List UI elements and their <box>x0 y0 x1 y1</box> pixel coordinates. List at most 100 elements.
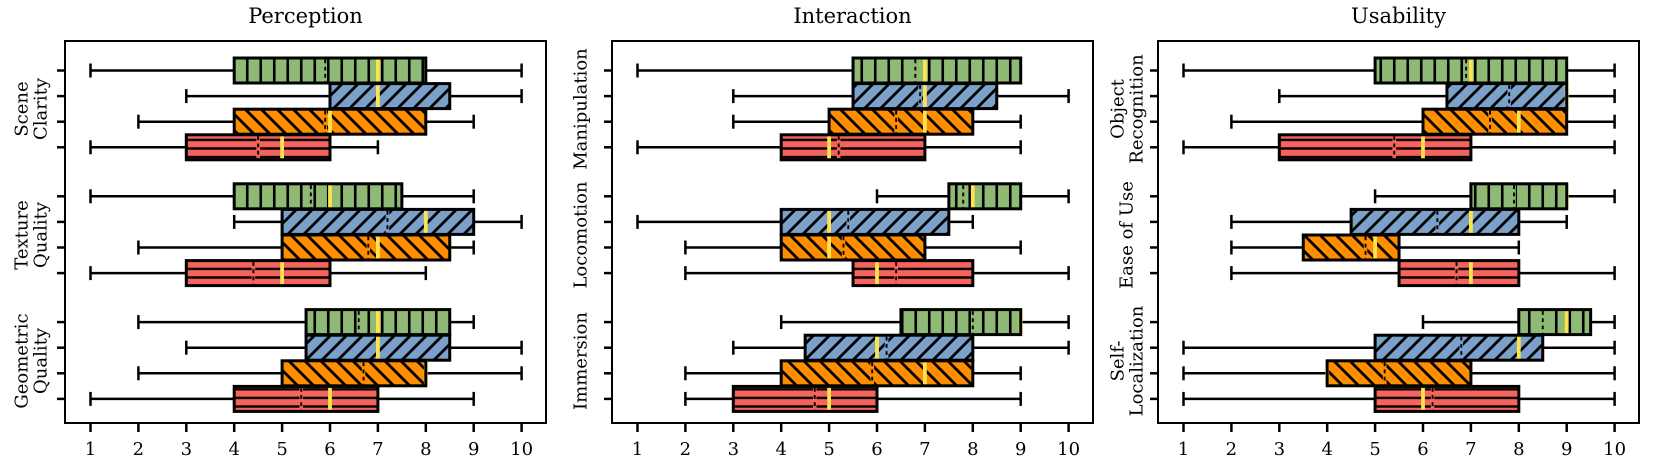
boxplot-box-series-green <box>604 182 1070 211</box>
box-edge <box>1301 233 1401 262</box>
box-hatch <box>234 386 378 412</box>
panel-title-usability: Usability <box>1351 4 1446 28</box>
box-edge <box>779 133 927 162</box>
boxplot-box-series-red <box>1150 133 1616 162</box>
boxplot-box-series-blue <box>1150 207 1568 236</box>
box-edge <box>1421 107 1569 136</box>
x-axis-tick-label: 8 <box>1513 439 1524 460</box>
x-axis-tick-label: 1 <box>1178 439 1189 460</box>
x-axis-tick-label: 6 <box>324 439 335 460</box>
box-hatch <box>330 83 450 109</box>
group-label: Ease of Use <box>1116 180 1138 289</box>
group-label: Locomotion <box>570 181 592 289</box>
box-hatch <box>1399 260 1519 286</box>
x-axis-tick-label: 7 <box>1465 439 1476 460</box>
boxplot-box-series-red <box>57 384 475 413</box>
group-label: Immersion <box>570 311 592 410</box>
boxplot-box-series-orange <box>57 359 523 388</box>
box-hatch <box>853 58 1021 83</box>
group-label: Geometric <box>11 312 32 409</box>
boxplot-box-series-blue <box>57 207 523 236</box>
boxplot-box-series-green <box>57 182 475 211</box>
group-label: Object <box>1107 78 1128 139</box>
x-axis-tick-label: 7 <box>919 439 930 460</box>
x-axis-tick-label: 4 <box>1321 439 1332 460</box>
x-axis-tick-label: 5 <box>1369 439 1380 460</box>
group-label: Clarity <box>30 77 51 140</box>
group-label: Quality <box>30 201 51 268</box>
x-axis-tick-label: 1 <box>632 439 643 460</box>
x-axis-tick-label: 3 <box>181 439 192 460</box>
box-edge <box>280 233 452 262</box>
box-hatch <box>1446 83 1567 109</box>
x-axis-tick-label: 6 <box>1417 439 1428 460</box>
group-label: Recognition <box>1126 54 1147 164</box>
box-hatch <box>900 309 1021 335</box>
box-edge <box>1373 384 1521 413</box>
box-edge <box>232 384 380 413</box>
box-edge <box>947 182 1023 211</box>
boxplot-box-series-blue <box>604 333 1070 362</box>
box-edge <box>184 133 332 162</box>
box-hatch <box>1375 335 1543 361</box>
boxplot-box-series-orange <box>57 107 475 136</box>
boxplot-box-series-red <box>1150 259 1616 288</box>
group-label: Localization <box>1126 305 1147 416</box>
x-axis-tick-label: 3 <box>728 439 739 460</box>
boxplot-box-series-orange <box>1150 233 1521 262</box>
box-hatch <box>733 386 877 412</box>
boxplot-box-series-red <box>1150 384 1616 413</box>
boxplot-box-series-red <box>57 259 428 288</box>
box-edge <box>1397 259 1521 288</box>
box-hatch <box>1518 309 1591 335</box>
box-edge <box>184 259 332 288</box>
boxplot-box-series-green <box>604 308 1070 337</box>
boxplot-box-series-blue <box>1150 333 1616 362</box>
box-hatch <box>781 134 925 160</box>
box-hatch <box>948 183 1021 209</box>
boxplot-box-series-blue <box>57 82 523 111</box>
box-hatch <box>805 335 973 361</box>
box-hatch <box>781 360 973 386</box>
box-hatch <box>1351 209 1519 235</box>
boxplot-box-series-green <box>1150 182 1616 211</box>
box-hatch <box>186 260 330 286</box>
box-hatch <box>1303 235 1400 260</box>
boxplot-box-series-orange <box>1150 359 1616 388</box>
x-axis-tick-label: 10 <box>1603 439 1626 460</box>
box-hatch <box>234 183 402 209</box>
x-axis-tick-label: 7 <box>372 439 383 460</box>
boxplot-box-series-blue <box>57 333 523 362</box>
box-hatch <box>781 235 925 260</box>
x-axis-tick-label: 9 <box>1561 439 1572 460</box>
x-axis-tick-label: 9 <box>468 439 479 460</box>
boxplot-box-series-blue <box>604 207 975 236</box>
boxplot-box-series-orange <box>604 233 1022 262</box>
box-hatch <box>829 109 973 135</box>
boxplot-box-series-green <box>1150 308 1616 337</box>
box-edge <box>1349 207 1521 236</box>
box-hatch <box>781 209 949 235</box>
box-hatch <box>234 58 426 83</box>
boxplot-box-series-red <box>604 259 1070 288</box>
box-edge <box>851 259 975 288</box>
group-label: Quality <box>30 327 51 394</box>
boxplot-box-series-red <box>604 384 1022 413</box>
box-hatch <box>1327 360 1471 386</box>
x-axis-tick-label: 5 <box>823 439 834 460</box>
x-axis-tick-label: 2 <box>133 439 144 460</box>
boxplot-box-series-green <box>57 308 475 337</box>
boxplot-box-series-green <box>57 56 523 85</box>
x-axis-tick-label: 8 <box>420 439 431 460</box>
box-hatch <box>282 360 426 386</box>
box-hatch <box>282 209 474 235</box>
x-axis-tick-label: 2 <box>1226 439 1237 460</box>
box-hatch <box>1470 183 1567 209</box>
box-hatch <box>282 235 450 260</box>
panel-title-interaction: Interaction <box>793 4 912 28</box>
boxplot-box-series-red <box>57 133 380 162</box>
box-hatch <box>1375 386 1519 412</box>
box-hatch <box>853 260 973 286</box>
